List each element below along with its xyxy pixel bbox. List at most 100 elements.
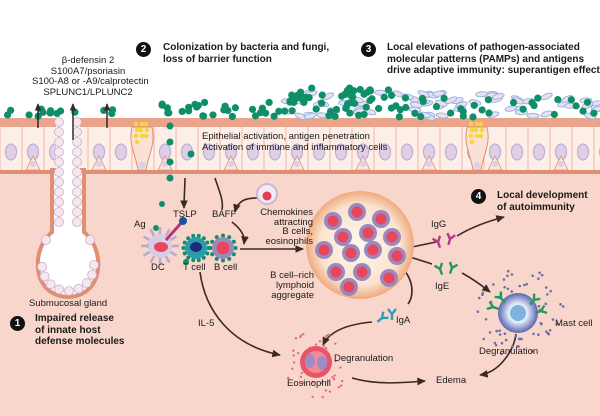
surface-receptor — [221, 258, 225, 263]
granule — [537, 304, 541, 308]
igg-molecule — [431, 235, 442, 249]
lymphoid-aggregate-line: aggregate — [271, 290, 314, 301]
granule — [302, 333, 305, 336]
gland-cell — [54, 217, 64, 227]
eosinophil-degranulation-label: Degranulation — [334, 353, 394, 364]
b-cell-nucleus — [351, 206, 363, 218]
ige-bound — [494, 291, 506, 304]
igg-antibodies — [431, 232, 456, 249]
granule — [339, 384, 343, 387]
gland-cell — [54, 147, 64, 157]
mast-cell-label: Mast cell — [555, 318, 593, 329]
granule — [495, 329, 498, 333]
cell-nucleus — [115, 143, 127, 161]
gland-cell — [37, 261, 47, 272]
b-cell-label: B cell — [214, 262, 238, 273]
fungal-segment — [445, 96, 458, 104]
granule — [530, 350, 534, 353]
submucosal-gland — [35, 117, 101, 300]
fungal-segment — [491, 93, 505, 100]
arrow-igg-to-autoimmunity — [456, 215, 505, 237]
bacterium — [220, 106, 228, 114]
granule — [510, 290, 514, 293]
b-cell-nucleus — [386, 231, 398, 243]
cell-nucleus — [5, 143, 17, 161]
granule — [523, 283, 526, 287]
ige-molecule — [433, 262, 444, 276]
step-1-line: defense molecules — [35, 336, 125, 347]
bacterium — [3, 111, 12, 119]
granule — [326, 380, 330, 383]
fungal-segment — [540, 92, 553, 101]
gland-cell — [72, 157, 82, 167]
bacterium — [332, 105, 341, 114]
granule — [333, 374, 336, 377]
granule — [559, 303, 562, 306]
dc-label: DC — [151, 262, 165, 273]
cell-nucleus — [533, 143, 545, 161]
b-cell-nucleus — [375, 213, 387, 225]
bacterium — [163, 104, 171, 112]
bacterium — [590, 109, 598, 117]
cell-nucleus — [511, 143, 523, 161]
surface-receptor — [227, 256, 232, 261]
chemokines-line: Chemokines — [260, 207, 313, 218]
mucus-granule — [134, 127, 140, 133]
bacterium — [363, 88, 372, 96]
arrow-to-tslp — [180, 177, 188, 209]
bacterium — [411, 109, 419, 117]
ige-label: IgE — [435, 281, 450, 292]
surface-receptor — [181, 246, 186, 250]
arrow-ige-to-mast — [461, 272, 491, 293]
arrow-chemokine-to-baff — [233, 197, 259, 213]
arrow-iga-to-eos — [322, 321, 373, 346]
bacterium — [100, 106, 108, 115]
iga-label: IgA — [396, 315, 411, 326]
bacterium — [360, 110, 368, 119]
goblet-nucleus — [473, 161, 481, 169]
mucus-granule — [138, 127, 144, 133]
bacterium — [387, 104, 396, 112]
bacterium — [53, 109, 61, 118]
gland-cell — [45, 279, 56, 290]
granule — [477, 296, 481, 300]
ige-bound — [486, 300, 500, 311]
b-cell — [208, 233, 238, 263]
fungal-segment — [435, 112, 449, 119]
cell-nucleus — [335, 143, 347, 161]
bacterium — [470, 101, 478, 109]
gland-cell — [64, 286, 74, 296]
granule — [546, 293, 549, 296]
bacterium — [308, 84, 316, 92]
surface-receptor — [210, 239, 215, 244]
cell-nucleus — [379, 143, 391, 161]
granule — [299, 335, 302, 339]
bacterium — [288, 91, 296, 99]
surface-receptor — [191, 233, 196, 238]
step-3-line: drive adaptive immunity: superantigen ef… — [387, 65, 600, 76]
gland-cell — [54, 207, 64, 217]
bacterium — [432, 102, 441, 111]
granule — [551, 318, 555, 321]
surface-receptor — [196, 258, 201, 263]
surface-receptor — [231, 239, 236, 244]
step-2-text: Colonization by bacteria and fungi, loss… — [163, 42, 329, 65]
granule — [511, 344, 514, 348]
b-cell-nucleus — [330, 266, 342, 278]
epithelial-cells — [0, 127, 600, 171]
step-1-badge: 1 — [10, 316, 25, 331]
bacterium — [209, 111, 217, 119]
mucus-granule — [139, 133, 145, 139]
granule — [492, 283, 495, 286]
granule — [537, 277, 540, 280]
bacterium — [318, 91, 326, 99]
granule — [503, 285, 506, 289]
granule — [476, 310, 480, 314]
fungal-segment — [475, 91, 488, 98]
bacterium — [231, 104, 240, 112]
defense-molecule: β-defensin 2 — [61, 55, 115, 66]
gland-cell — [54, 157, 64, 167]
granule — [538, 271, 541, 275]
granule — [498, 329, 501, 333]
b-cell-nucleus — [383, 272, 395, 284]
